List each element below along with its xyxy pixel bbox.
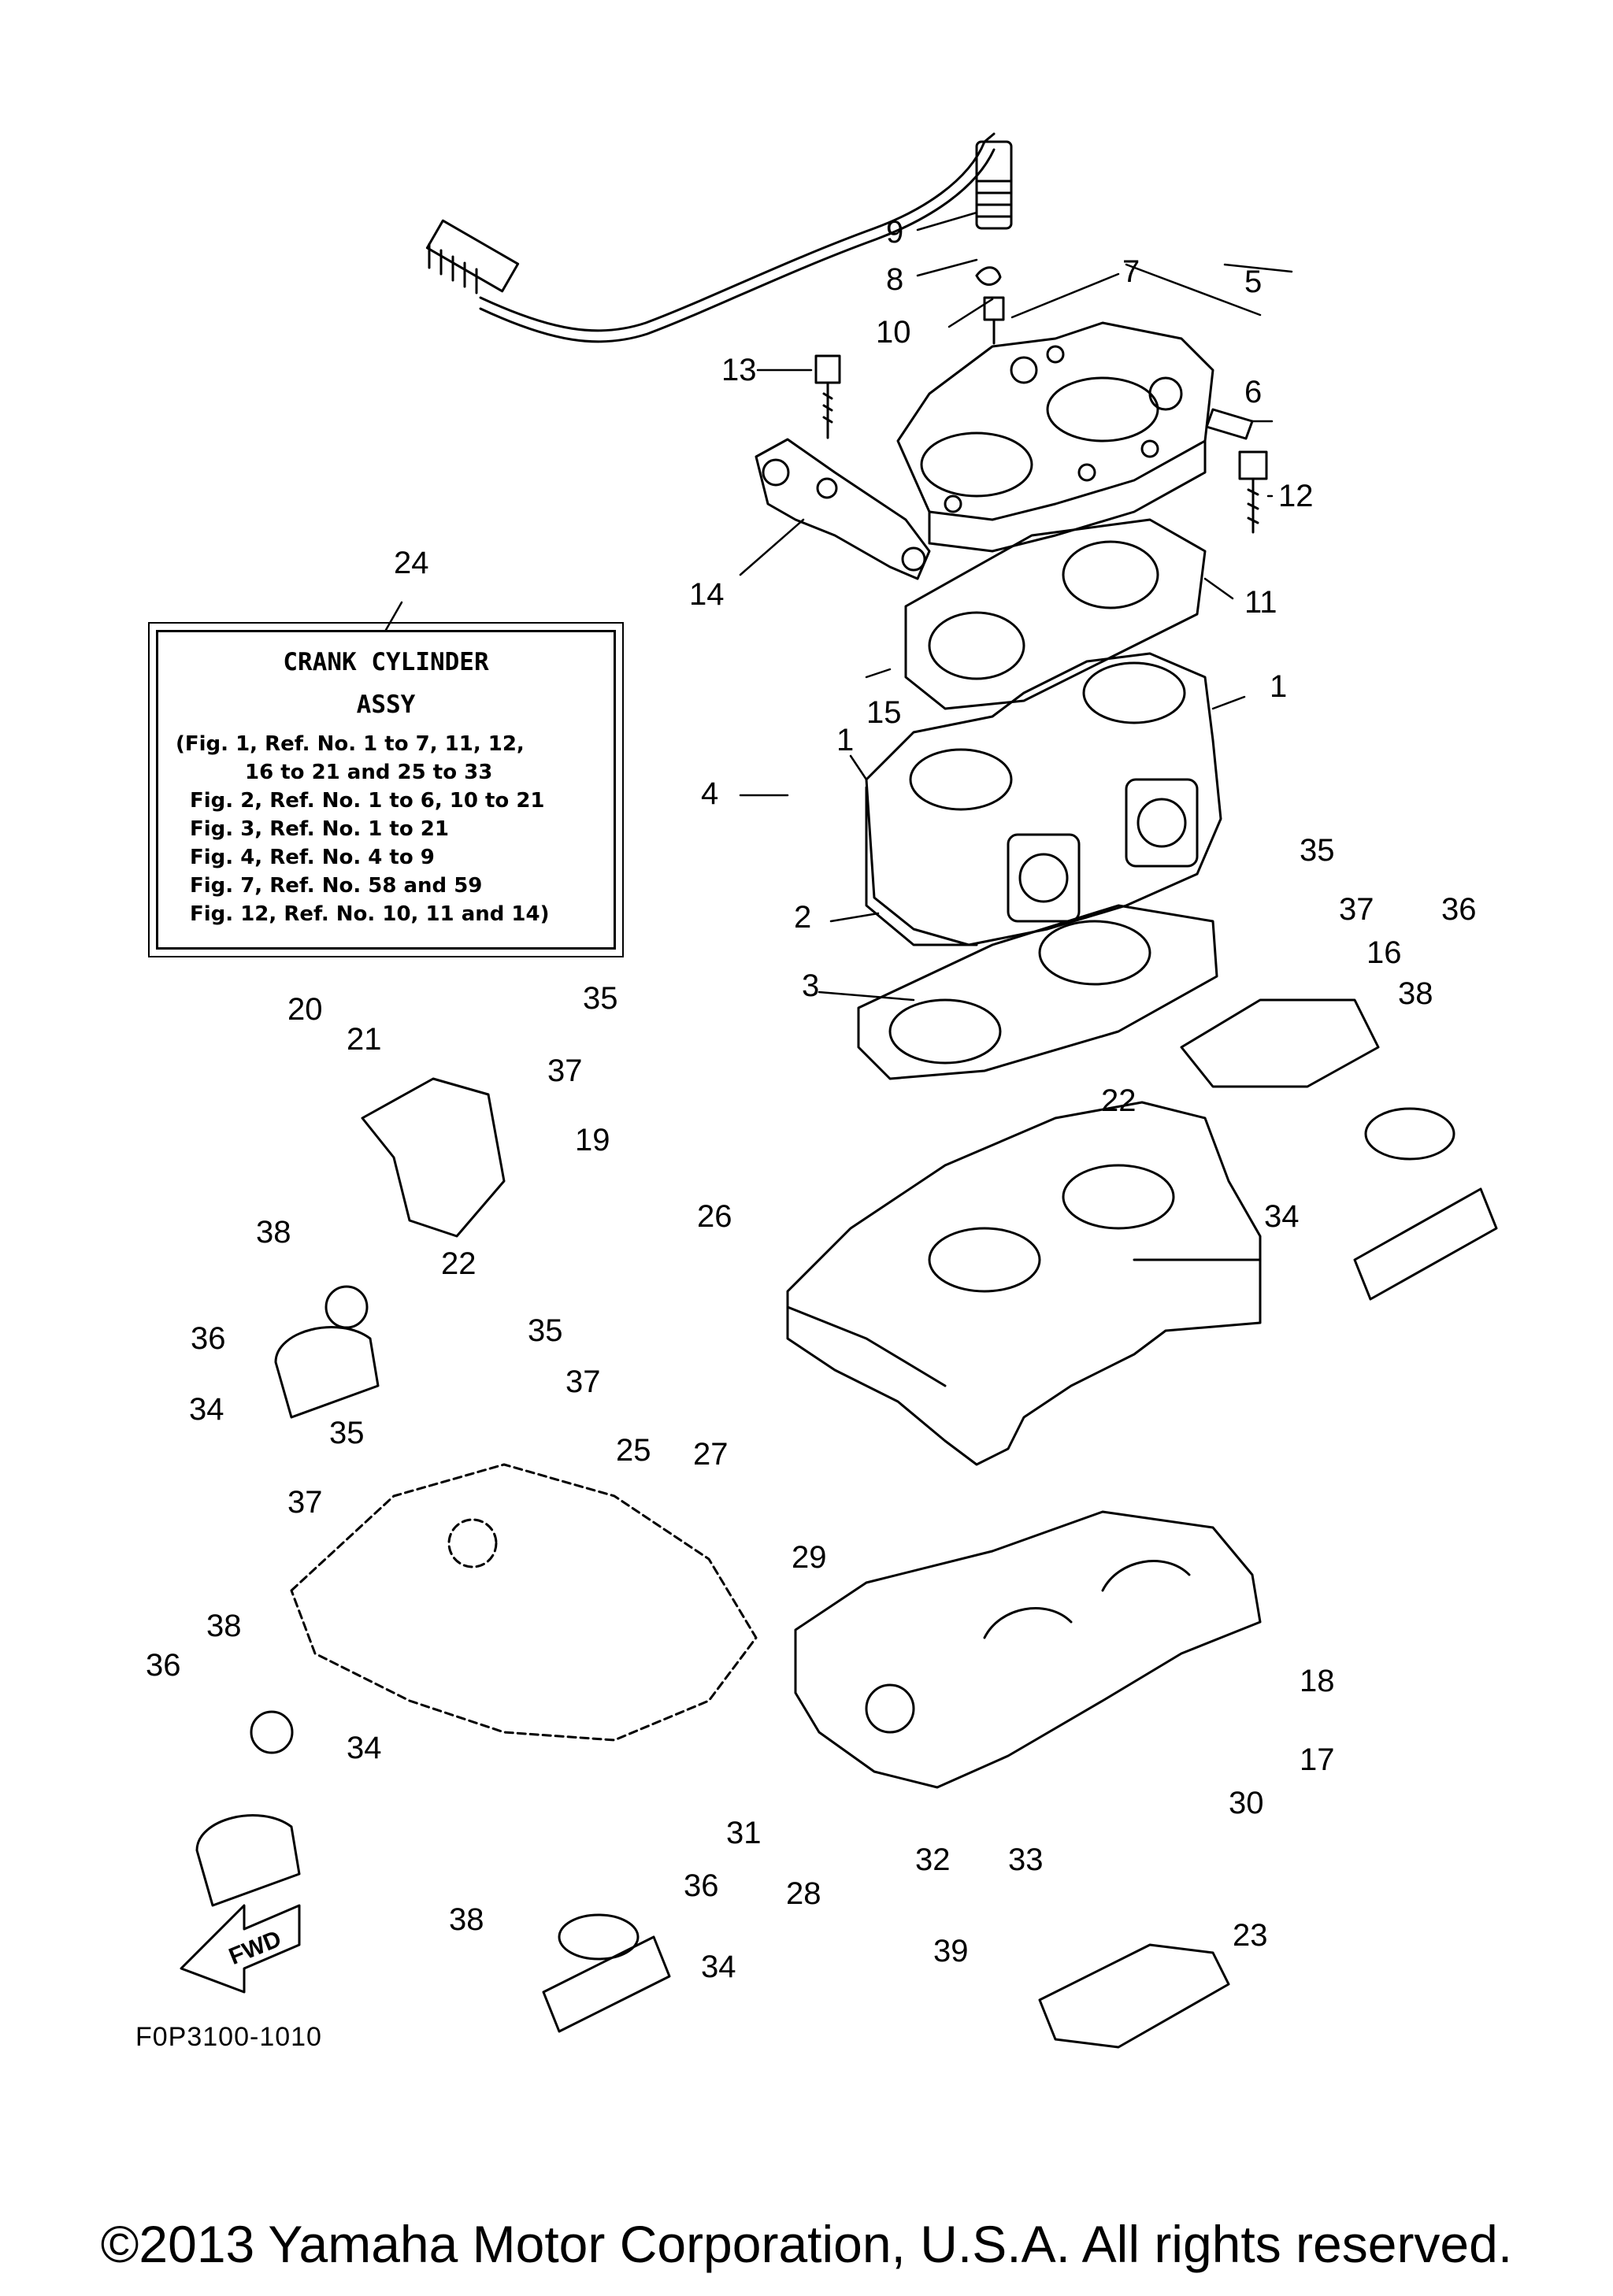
callout-36-upper-left: 36: [191, 1321, 226, 1356]
callout-37-upper-left: 37: [547, 1054, 583, 1088]
callout-20: 20: [287, 992, 323, 1027]
rear-housing: [290, 1463, 758, 1742]
callout-1-right: 1: [1270, 669, 1288, 704]
callout-19: 19: [575, 1123, 610, 1157]
callout-3: 3: [802, 968, 820, 1003]
bracket: [755, 438, 931, 580]
exploded-parts-diagram: FWD: [180, 132, 1498, 2049]
callout-34-upper-left: 34: [189, 1392, 224, 1427]
callout-35-middle: 35: [528, 1313, 563, 1348]
callout-24: 24: [394, 546, 429, 580]
notice-line: 16 to 21 and 25 to 33: [245, 761, 493, 784]
notice-line: Fig. 4, Ref. No. 4 to 9: [190, 846, 435, 869]
callout-4: 4: [701, 776, 719, 811]
callout-27: 27: [693, 1437, 729, 1472]
callout-6: 6: [1244, 375, 1263, 409]
callout-35-upper-left: 35: [583, 981, 618, 1016]
head-hardware: [814, 266, 1268, 534]
notice-line: Fig. 2, Ref. No. 1 to 6, 10 to 21: [190, 789, 545, 813]
callout-37-right: 37: [1339, 892, 1374, 927]
assembly-notice-box: CRANK CYLINDER ASSY (Fig. 1, Ref. No. 1 …: [148, 622, 624, 957]
upper-crankcase: [786, 1101, 1262, 1466]
copyright-notice: ©2013 Yamaha Motor Corporation, U.S.A. A…: [100, 2215, 1513, 2273]
callout-34-lower-left: 34: [347, 1731, 382, 1765]
callout-2: 2: [794, 900, 812, 935]
lower-crankcase: [794, 1510, 1262, 1789]
callout-12: 12: [1278, 479, 1314, 513]
callout-33: 33: [1008, 1842, 1044, 1877]
callout-37-middle: 37: [565, 1365, 601, 1399]
callout-9: 9: [886, 215, 904, 250]
water-hose: [425, 132, 1013, 343]
callout-26: 26: [697, 1199, 732, 1234]
callout-36-right: 36: [1441, 892, 1477, 927]
callout-35-lower-left: 35: [329, 1416, 365, 1450]
callout-25: 25: [616, 1433, 651, 1468]
callout-34-bottom: 34: [701, 1950, 736, 1984]
callout-31: 31: [726, 1816, 762, 1850]
notice-line: (Fig. 1, Ref. No. 1 to 7, 11, 12,: [176, 732, 525, 756]
callout-7: 7: [1122, 254, 1140, 289]
notice-line: Fig. 7, Ref. No. 58 and 59: [190, 874, 483, 898]
cover-plate: [1038, 1943, 1230, 2049]
callout-22-center: 22: [1101, 1083, 1137, 1118]
fwd-arrow: FWD: [180, 1904, 301, 1994]
callout-39: 39: [933, 1934, 969, 1968]
notice-line: Fig. 12, Ref. No. 10, 11 and 14): [190, 902, 550, 926]
callout-8: 8: [886, 262, 904, 297]
figure-code: F0P3100-1010: [135, 2022, 322, 2052]
callout-30: 30: [1229, 1786, 1264, 1820]
callout-38-upper-left: 38: [256, 1215, 291, 1250]
callout-16: 16: [1366, 935, 1402, 970]
callout-36-bottom: 36: [684, 1868, 719, 1903]
mount-brackets: [361, 998, 1380, 1238]
callout-29: 29: [792, 1540, 827, 1575]
cylinder-block: [865, 652, 1222, 946]
callout-1-left: 1: [836, 723, 855, 757]
notice-line: Fig. 3, Ref. No. 1 to 21: [190, 817, 449, 841]
callout-21: 21: [347, 1022, 382, 1057]
callout-35-right: 35: [1300, 833, 1335, 868]
callout-17: 17: [1300, 1742, 1335, 1777]
callout-38-right: 38: [1398, 976, 1433, 1011]
callout-10: 10: [876, 315, 911, 350]
notice-title-line-1: CRANK CYLINDER: [283, 648, 489, 676]
callout-13: 13: [721, 353, 757, 387]
head-gasket: [904, 518, 1207, 710]
notice-title-line-2: ASSY: [356, 691, 416, 719]
base-gasket: [857, 904, 1218, 1080]
callout-23: 23: [1233, 1918, 1268, 1953]
callout-38-lower-left: 38: [206, 1609, 242, 1643]
callout-14: 14: [689, 577, 725, 612]
callout-18: 18: [1300, 1664, 1335, 1698]
callout-34-right: 34: [1264, 1199, 1300, 1234]
callout-11: 11: [1244, 585, 1277, 620]
callout-22-left: 22: [441, 1246, 476, 1281]
cylinder-head: [896, 321, 1214, 553]
engine-mounts: [195, 1107, 1498, 2033]
leader-lines: [384, 211, 1293, 1002]
callout-15: 15: [866, 695, 902, 730]
callout-5: 5: [1244, 265, 1263, 299]
callout-32: 32: [915, 1842, 951, 1877]
callout-38-bottom: 38: [449, 1902, 484, 1937]
callout-28: 28: [786, 1876, 821, 1911]
callout-37-lower-left: 37: [287, 1485, 323, 1520]
callout-36-lower-left: 36: [146, 1648, 181, 1683]
